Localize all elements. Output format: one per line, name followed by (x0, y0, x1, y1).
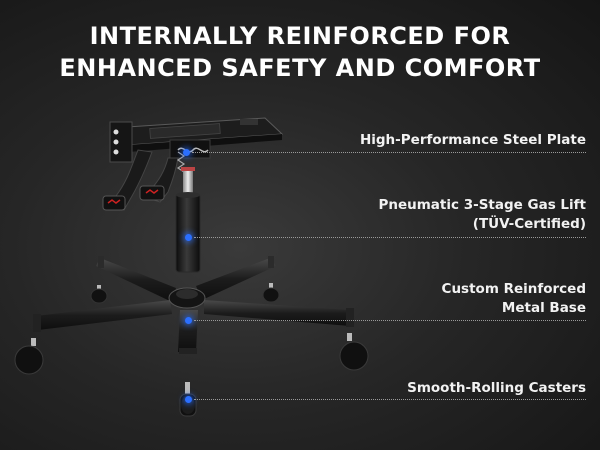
callout-line: High-Performance Steel Plate (359, 132, 586, 148)
headline-line-1: INTERNALLY REINFORCED FOR (89, 22, 511, 50)
headline-line-2: ENHANCED SAFETY AND COMFORT (59, 54, 541, 82)
casters-leader-line (194, 399, 586, 400)
metal-base-callout: Custom Reinforced Metal Base (442, 280, 586, 318)
gas-lift-leader-line (194, 237, 586, 238)
headline: INTERNALLY REINFORCED FOR ENHANCED SAFET… (0, 20, 600, 84)
callout-line: (TÜV-Certified) (472, 216, 586, 232)
gas-lift-callout: Pneumatic 3-Stage Gas Lift (TÜV-Certifie… (378, 196, 586, 234)
callout-line: Custom Reinforced (441, 281, 586, 297)
callout-line: Metal Base (501, 300, 586, 316)
callout-line: Pneumatic 3-Stage Gas Lift (378, 197, 586, 213)
metal-base-marker-dot (184, 316, 192, 324)
casters (14, 283, 369, 417)
steel-plate-leader-line (192, 152, 586, 153)
gas-lift-marker-dot (184, 233, 192, 241)
steel-plate-callout: High-Performance Steel Plate (360, 131, 586, 150)
steel-plate-mechanism (102, 117, 284, 211)
metal-base-leader-line (194, 320, 586, 321)
callout-line: Smooth-Rolling Casters (407, 380, 586, 396)
casters-callout: Smooth-Rolling Casters (407, 379, 586, 398)
gas-lift-cylinder (175, 167, 201, 273)
steel-plate-marker-dot (182, 148, 190, 156)
metal-base (33, 256, 354, 354)
casters-marker-dot (184, 395, 192, 403)
